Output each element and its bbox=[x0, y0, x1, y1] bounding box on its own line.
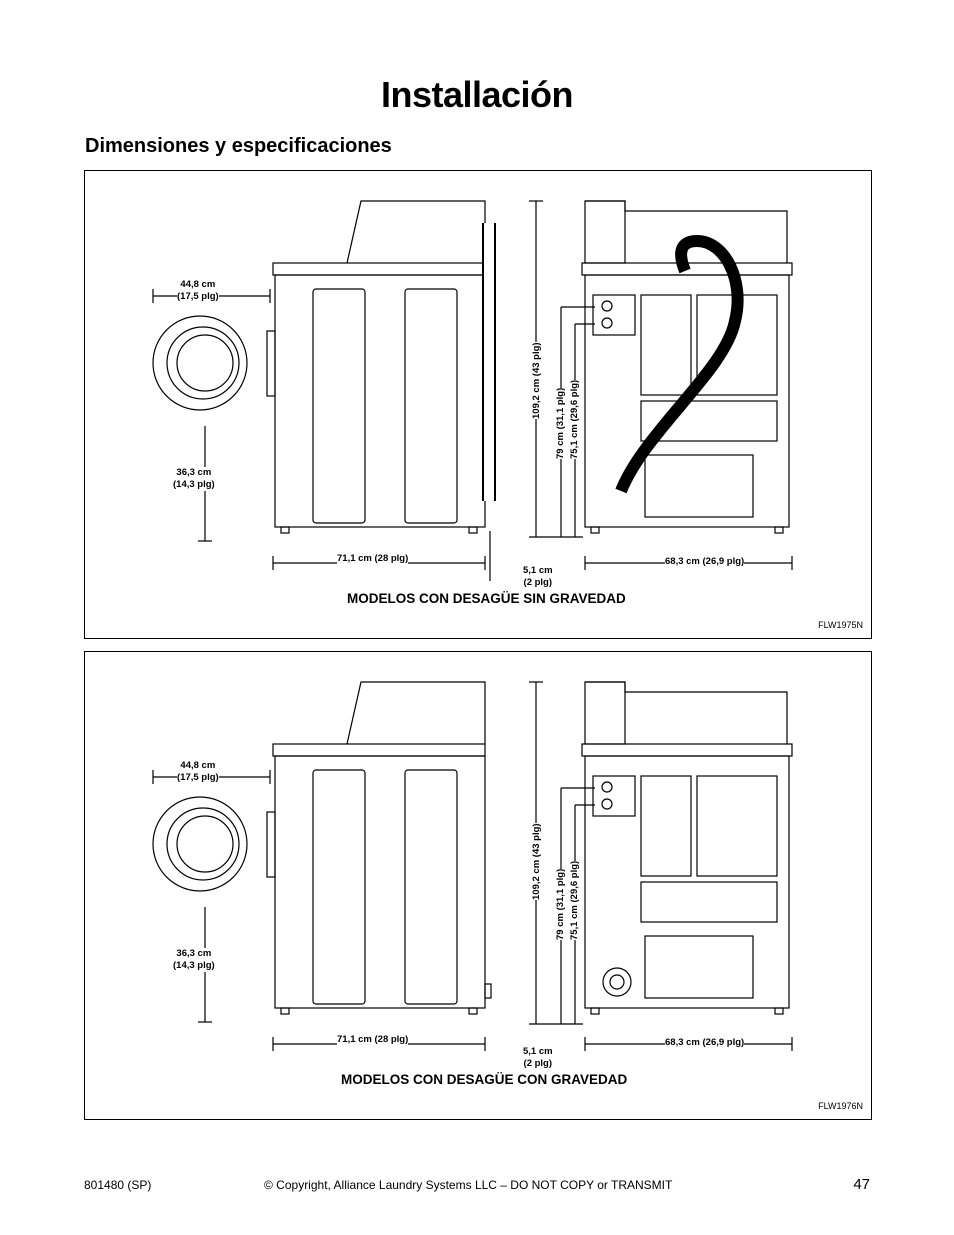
figure-code: FLW1976N bbox=[818, 1101, 863, 1111]
washer-drawing bbox=[152, 681, 793, 1051]
doc-number: 801480 (SP) bbox=[84, 1178, 152, 1192]
dim-height-top: 79 cm (31,1 plg) bbox=[555, 387, 566, 459]
dim-height-total: 109,2 cm (43 plg) bbox=[531, 823, 542, 900]
figure-non-gravity-drain: 44,8 cm(17,5 plg) 36,3 cm(14,3 plg) 71,1… bbox=[84, 170, 872, 639]
section-subtitle: Dimensiones y especificaciones bbox=[85, 135, 392, 157]
dim-door-width: 44,8 cm(17,5 plg) bbox=[177, 279, 219, 303]
dim-height-body: 75,1 cm (29,6 plg) bbox=[569, 860, 580, 940]
copyright-notice: © Copyright, Alliance Laundry Systems LL… bbox=[264, 1178, 673, 1192]
dim-door-width: 44,8 cm(17,5 plg) bbox=[177, 760, 219, 784]
dim-clearance: 5,1 cm(2 plg) bbox=[523, 565, 553, 589]
dim-height-top: 79 cm (31,1 plg) bbox=[555, 868, 566, 940]
dim-clearance: 5,1 cm(2 plg) bbox=[523, 1046, 553, 1070]
dim-depth: 71,1 cm (28 plg) bbox=[337, 1034, 409, 1046]
dim-width: 68,3 cm (26,9 plg) bbox=[665, 556, 745, 568]
figure-caption: MODELOS CON DESAGÜE SIN GRAVEDAD bbox=[347, 591, 626, 606]
dim-door-height: 36,3 cm(14,3 plg) bbox=[173, 467, 215, 491]
page-title: Installación bbox=[380, 74, 574, 115]
figure-caption: MODELOS CON DESAGÜE CON GRAVEDAD bbox=[341, 1072, 628, 1087]
figure-gravity-drain: 44,8 cm(17,5 plg) 36,3 cm(14,3 plg) 71,1… bbox=[84, 651, 872, 1120]
figure-code: FLW1975N bbox=[818, 620, 863, 630]
dim-width: 68,3 cm (26,9 plg) bbox=[665, 1037, 745, 1049]
page-number: 47 bbox=[853, 1176, 870, 1193]
dim-height-body: 75,1 cm (29,6 plg) bbox=[569, 379, 580, 459]
dim-height-total: 109,2 cm (43 plg) bbox=[531, 342, 542, 419]
dim-depth: 71,1 cm (28 plg) bbox=[337, 553, 409, 565]
washer-drawing bbox=[152, 200, 793, 581]
dim-door-height: 36,3 cm(14,3 plg) bbox=[173, 948, 215, 972]
